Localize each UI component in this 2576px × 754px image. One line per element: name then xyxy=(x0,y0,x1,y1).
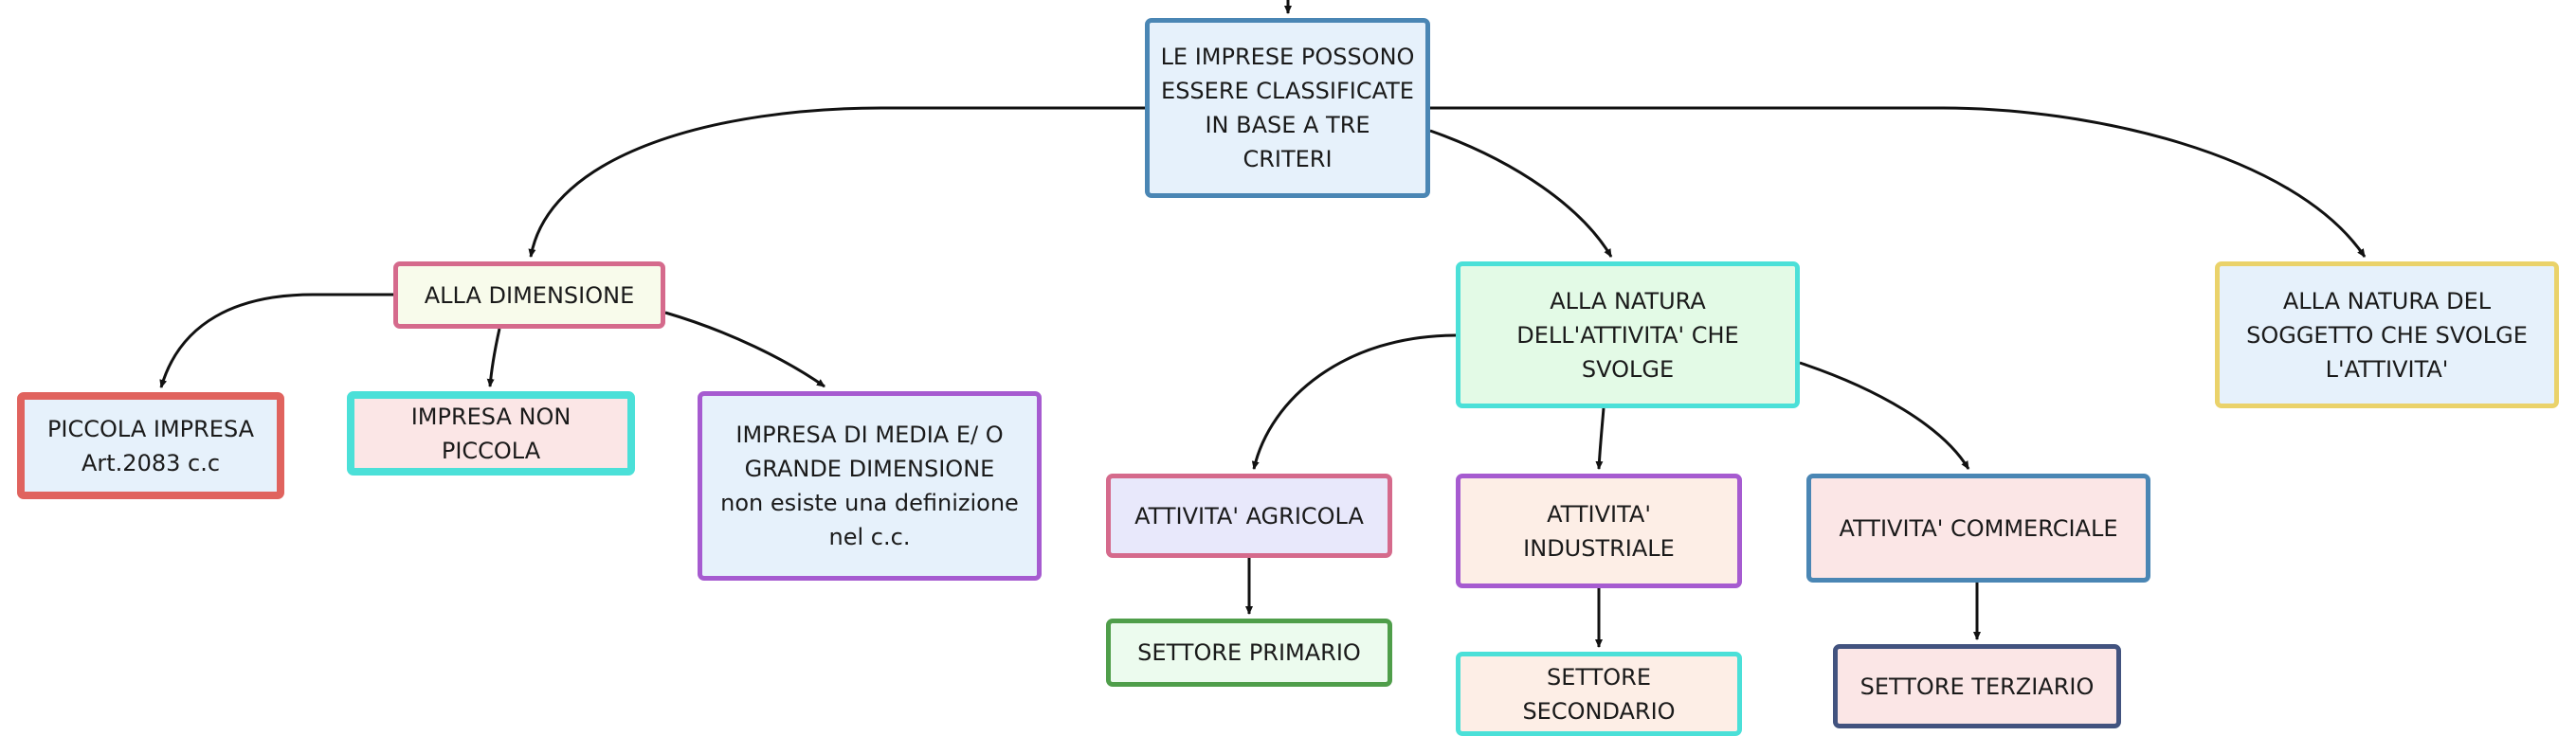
connector-root-to-natura-attivita xyxy=(1429,129,1613,258)
criterion-natura-attivita-node[interactable]: ALLA NATURA DELL'ATTIVITA' CHE SVOLGE xyxy=(1456,261,1800,408)
criterion-dimensione-node[interactable]: ALLA DIMENSIONE xyxy=(393,261,665,329)
impresa-media-grande-label: IMPRESA DI MEDIA E/ O GRANDE DIMENSIONE … xyxy=(720,422,1019,550)
criterion-dimensione-label: ALLA DIMENSIONE xyxy=(424,281,635,309)
piccola-impresa-node[interactable]: PICCOLA IMPRESA Art.2083 c.c xyxy=(17,392,284,499)
connector-natura-to-agricola xyxy=(1251,333,1457,470)
attivita-agricola-node[interactable]: ATTIVITA' AGRICOLA xyxy=(1106,474,1392,558)
attivita-commerciale-node[interactable]: ATTIVITA' COMMERCIALE xyxy=(1806,474,2150,583)
attivita-industriale-node[interactable]: ATTIVITA' INDUSTRIALE xyxy=(1456,474,1742,588)
attivita-industriale-label: ATTIVITA' INDUSTRIALE xyxy=(1523,500,1675,562)
root-node-label: LE IMPRESE POSSONO ESSERE CLASSIFICATE I… xyxy=(1160,44,1415,172)
connector-root-to-dimensione xyxy=(528,106,1145,258)
attivita-commerciale-label: ATTIVITA' COMMERCIALE xyxy=(1839,514,2118,542)
settore-secondario-label: SETTORE SECONDARIO xyxy=(1522,663,1676,725)
criterion-natura-attivita-label: ALLA NATURA DELL'ATTIVITA' CHE SVOLGE xyxy=(1516,287,1739,383)
settore-primario-node[interactable]: SETTORE PRIMARIO xyxy=(1106,619,1392,687)
impresa-non-piccola-node[interactable]: IMPRESA NON PICCOLA xyxy=(347,391,635,476)
settore-terziario-label: SETTORE TERZIARIO xyxy=(1859,673,2095,700)
settore-terziario-node[interactable]: SETTORE TERZIARIO xyxy=(1833,644,2121,728)
impresa-media-grande-node[interactable]: IMPRESA DI MEDIA E/ O GRANDE DIMENSIONE … xyxy=(698,391,1042,581)
settore-secondario-node[interactable]: SETTORE SECONDARIO xyxy=(1456,652,1742,736)
connector-natura-to-industriale xyxy=(1595,407,1605,470)
connector-dimensione-to-non-piccola xyxy=(486,328,501,387)
piccola-impresa-label: PICCOLA IMPRESA Art.2083 c.c xyxy=(46,415,255,476)
connector-dimensione-to-piccola xyxy=(159,293,393,388)
connector-natura-to-commerciale xyxy=(1799,361,1970,470)
criterion-natura-soggetto-node[interactable]: ALLA NATURA DEL SOGGETTO CHE SVOLGE L'AT… xyxy=(2215,261,2559,408)
criterion-natura-soggetto-label: ALLA NATURA DEL SOGGETTO CHE SVOLGE L'AT… xyxy=(2246,287,2528,383)
settore-primario-label: SETTORE PRIMARIO xyxy=(1137,639,1361,666)
root-node[interactable]: LE IMPRESE POSSONO ESSERE CLASSIFICATE I… xyxy=(1145,18,1430,198)
connector-dimensione-to-media xyxy=(664,311,825,388)
attivita-agricola-label: ATTIVITA' AGRICOLA xyxy=(1134,502,1364,530)
impresa-non-piccola-label: IMPRESA NON PICCOLA xyxy=(410,403,571,464)
connector-root-to-natura-soggetto xyxy=(1430,106,2367,258)
